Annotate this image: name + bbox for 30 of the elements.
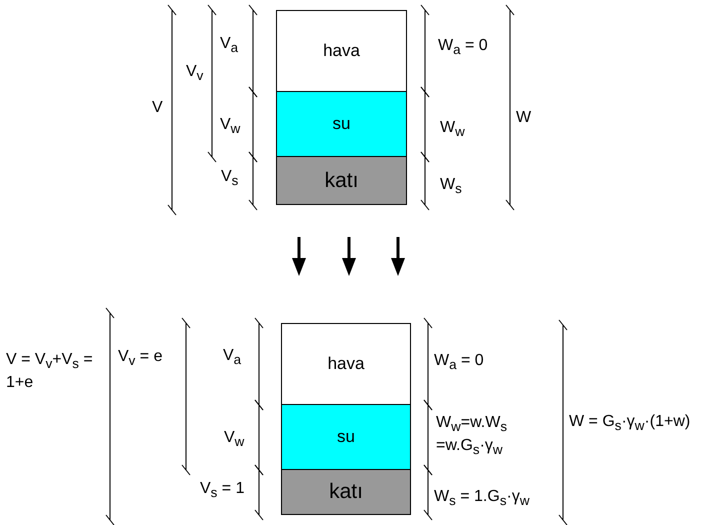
dimension-label: W$_{w}$=w.W$_{s}$ =w.G$_{s}$·γ$_{w}$ (436, 413, 508, 460)
dimension-label: V (152, 98, 163, 117)
layer-label: su (332, 114, 350, 134)
layer-label: hava (328, 354, 364, 374)
solid-layer (281, 470, 411, 515)
dimension-label: V$_{w}$ (220, 115, 240, 138)
dimension-label: W = G$_{s}$·γ$_{w}$·(1+w) (569, 412, 690, 436)
solid-layer (276, 157, 407, 205)
layer-label: katı (329, 480, 363, 504)
layer-label: katı (324, 168, 358, 192)
dimension-label: V$_{v}$ = e (118, 347, 162, 370)
dimension-label: W$_{a}$ = 0 (438, 36, 488, 60)
dimension-label: W$_{s}$ = 1.G$_{s}$·γ$_{w}$ (434, 487, 530, 510)
dimension-label: W$_{a}$ = 0 (434, 351, 484, 374)
air-layer (276, 10, 407, 92)
air-layer (281, 323, 411, 405)
dimension-label: V$_{s}$ (221, 167, 238, 190)
water-layer (281, 405, 411, 470)
dimension-label: V$_{s}$ = 1 (200, 479, 244, 502)
dimension-label: W$_{s}$ (440, 175, 462, 198)
water-layer (276, 92, 407, 157)
dimension-label: V$_{w}$ (224, 428, 244, 452)
dimension-label: V$_{a}$ (220, 34, 238, 58)
dimension-label: W$_{w}$ (440, 118, 465, 142)
layer-label: hava (323, 41, 360, 61)
dimension-label: V$_{v}$ (186, 62, 204, 86)
dimension-label: W (516, 108, 532, 127)
dimension-label: V = V$_{v}$+V$_{s}$ = 1+e (6, 350, 94, 392)
layer-label: su (337, 427, 355, 447)
dimension-label: V$_{a}$ (223, 346, 242, 370)
